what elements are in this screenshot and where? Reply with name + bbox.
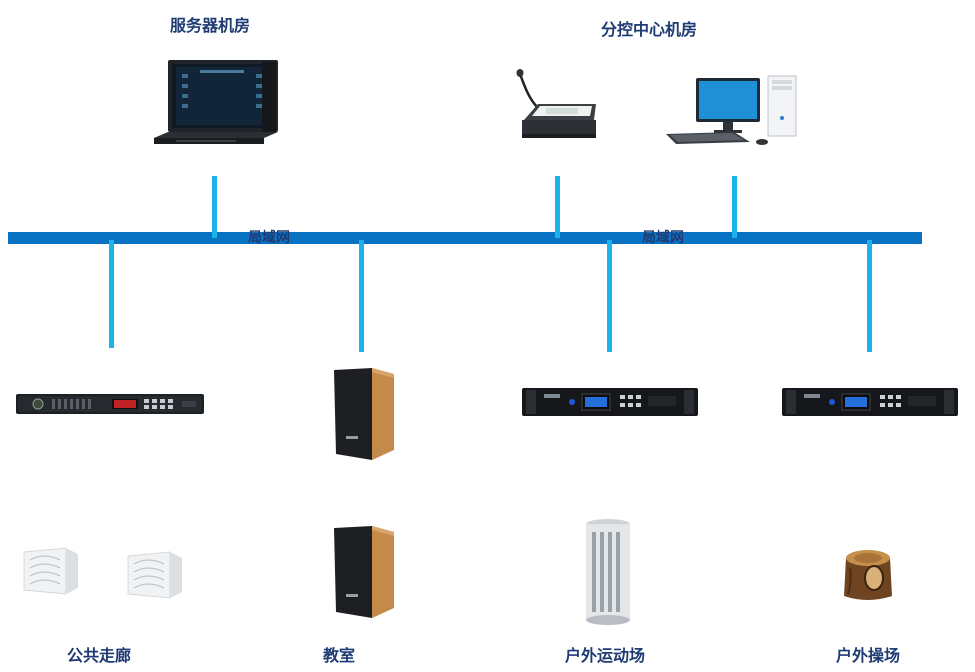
paging-mic-icon [516,69,596,138]
classroom-connector-line [359,240,364,352]
corridor-speaker-icon-right [127,551,182,599]
server-room-label: 服务器机房 [170,16,251,35]
lan-bus-line [8,232,922,244]
corridor-connector-line [109,240,114,348]
playground-label: 户外操场 [836,646,901,665]
corridor-label: 公共走廊 [67,646,132,665]
column-speaker-icon [586,519,630,625]
decoder-icon [16,394,204,414]
sports-field-connector-line [607,240,612,352]
control-room-label: 分控中心机房 [601,20,698,39]
server-icon [154,60,278,144]
paging-mic-connector-line [555,176,560,238]
classroom-speaker-icon-upper [334,368,394,460]
corridor-speaker-icon-left [23,547,78,595]
lan-label-right: 局域网 [642,230,684,246]
pc-icon [666,75,797,145]
server-connector-line [212,176,217,238]
classroom-speaker-icon-lower [334,526,394,618]
classroom-label: 教室 [323,646,356,665]
stump-speaker-icon [844,550,892,600]
sports-field-amplifier-icon [522,388,698,416]
pc-connector-line [732,176,737,238]
playground-amplifier-icon [782,388,958,416]
sports-field-label: 户外运动场 [565,646,646,665]
playground-connector-line [867,240,872,352]
lan-label-left: 局域网 [248,230,290,246]
